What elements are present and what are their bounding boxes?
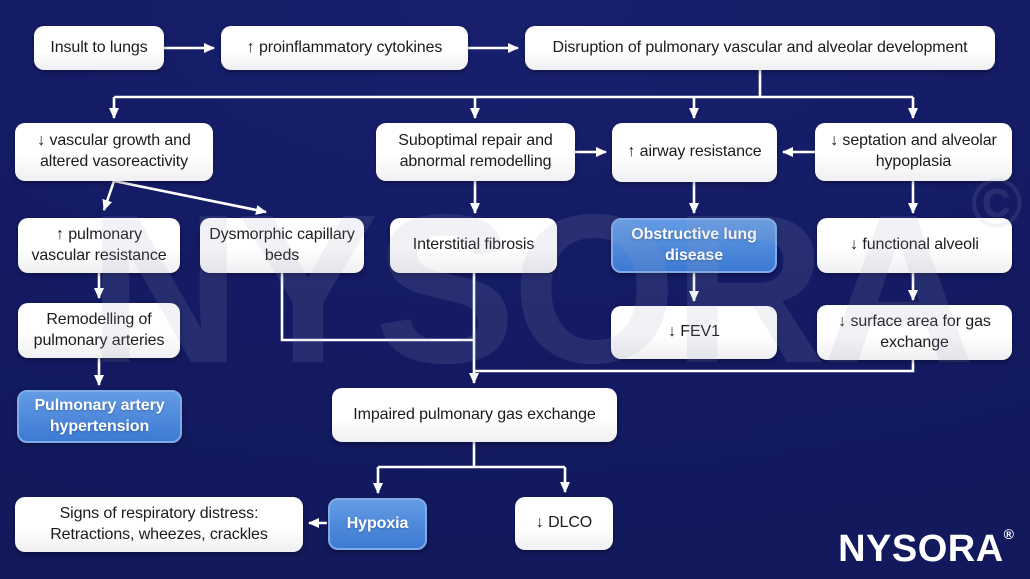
node-airway-resistance: ↑ airway resistance [612, 123, 777, 182]
node-suboptimal-repair: Suboptimal repair and abnormal remodelli… [376, 123, 575, 181]
node-dysmorphic-capillary-beds: Dysmorphic capillary beds [200, 218, 364, 273]
node-interstitial-fibrosis: Interstitial fibrosis [390, 218, 557, 273]
node-vascular-growth: ↓ vascular growth and altered vasoreacti… [15, 123, 213, 181]
node-septation-hypoplasia: ↓ septation and alveolar hypoplasia [815, 123, 1012, 181]
node-pulmonary-vascular-resistance: ↑ pulmonary vascular resistance [18, 218, 180, 273]
node-insult-to-lungs: Insult to lungs [34, 26, 164, 70]
node-surface-area-gas-exchange: ↓ surface area for gas exchange [817, 305, 1012, 360]
node-disruption-development: Disruption of pulmonary vascular and alv… [525, 26, 995, 70]
node-signs-respiratory-distress: Signs of respiratory distress: Retractio… [15, 497, 303, 552]
node-impaired-gas-exchange: Impaired pulmonary gas exchange [332, 388, 617, 442]
nysora-logo: NYSORA® [838, 526, 1014, 570]
node-dlco: ↓ DLCO [515, 497, 613, 550]
node-pulmonary-artery-hypertension: Pulmonary artery hypertension [17, 390, 182, 443]
node-fev1: ↓ FEV1 [611, 306, 777, 359]
node-hypoxia: Hypoxia [328, 498, 427, 550]
node-obstructive-lung-disease: Obstructive lung disease [611, 218, 777, 273]
node-functional-alveoli: ↓ functional alveoli [817, 218, 1012, 273]
node-remodelling-pulmonary-arteries: Remodelling of pulmonary arteries [18, 303, 180, 358]
registered-trademark-icon: ® [1003, 526, 1014, 542]
node-proinflammatory-cytokines: ↑ proinflammatory cytokines [221, 26, 468, 70]
